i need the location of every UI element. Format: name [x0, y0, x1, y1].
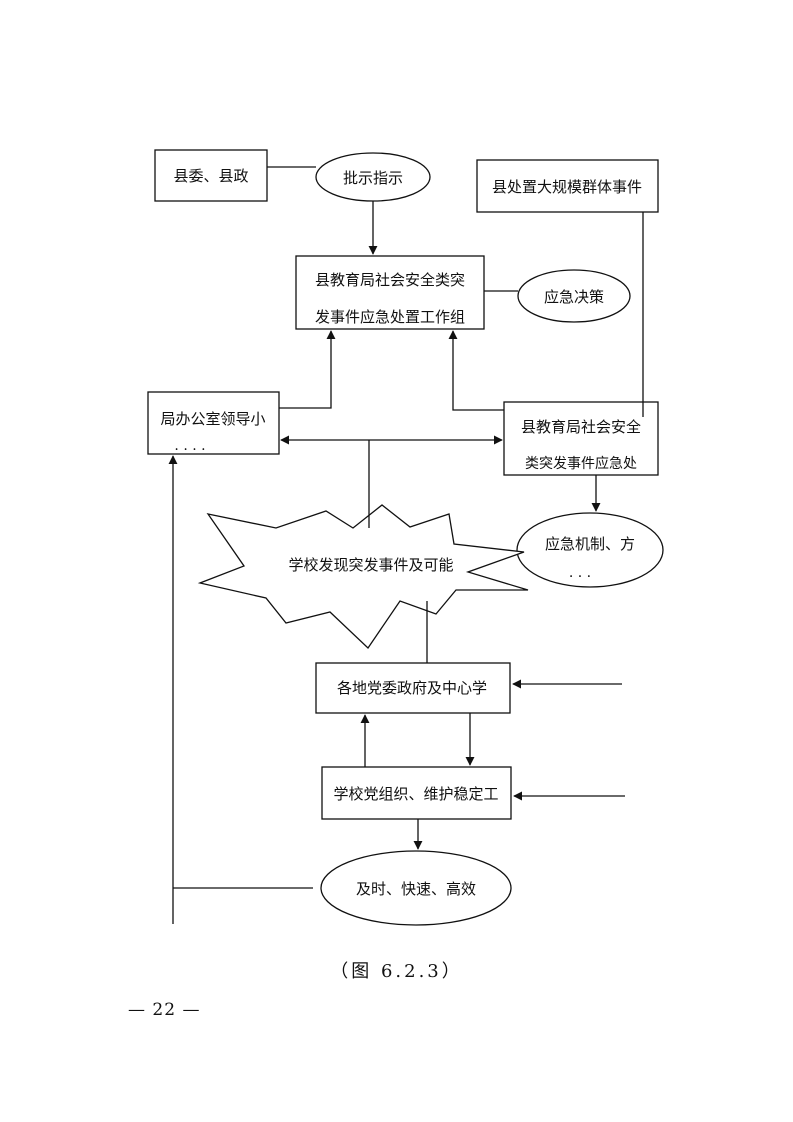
- county-committee-label: 县委、县政: [173, 167, 248, 185]
- county-large-event-box: [476, 159, 659, 213]
- connectors: [168, 166, 644, 924]
- figure-caption: （图 6.2.3）: [330, 961, 463, 982]
- office-to-workgroup-arrow: [279, 330, 336, 409]
- office-group-label-1: 局办公室领导小: [160, 410, 265, 428]
- mechanism-label-1: 应急机制、方: [545, 535, 635, 553]
- school-discovers-label: 学校发现突发事件及可能: [288, 556, 453, 574]
- emergency-decision-label: 应急决策: [544, 288, 604, 306]
- office-group-box: [147, 391, 280, 455]
- local-gov-label: 各地党委政府及中心学: [337, 679, 487, 697]
- emergency-decision-ellipse: [517, 269, 631, 323]
- mechanism-ellipse: [516, 512, 664, 588]
- work-group-label-1: 县教育局社会安全类突: [315, 271, 465, 289]
- timely-label: 及时、快速、高效: [356, 880, 476, 898]
- school-party-label: 学校党组织、维护稳定工: [333, 785, 498, 803]
- timely-ellipse: [320, 850, 512, 926]
- security-group-label-2: 类突发事件应急处: [525, 455, 637, 472]
- office-group-label-2: . . . .: [174, 438, 205, 454]
- work-group-box: [295, 255, 485, 330]
- school-discovers-starburst: [197, 504, 529, 649]
- security-group-box: [503, 401, 659, 476]
- security-group-label-1: 县教育局社会安全: [521, 418, 641, 436]
- school-party-box: [321, 766, 512, 820]
- local-gov-box: [315, 662, 511, 714]
- county-committee-box: [154, 149, 268, 202]
- instruction-label: 批示指示: [343, 169, 403, 187]
- security-to-workgroup-arrow: [448, 330, 504, 411]
- mechanism-label-2: . . .: [569, 565, 591, 581]
- work-group-label-2: 发事件应急处置工作组: [315, 308, 465, 326]
- county-large-event-label: 县处置大规模群体事件: [492, 178, 642, 196]
- page-number: — 22 —: [128, 1000, 201, 1020]
